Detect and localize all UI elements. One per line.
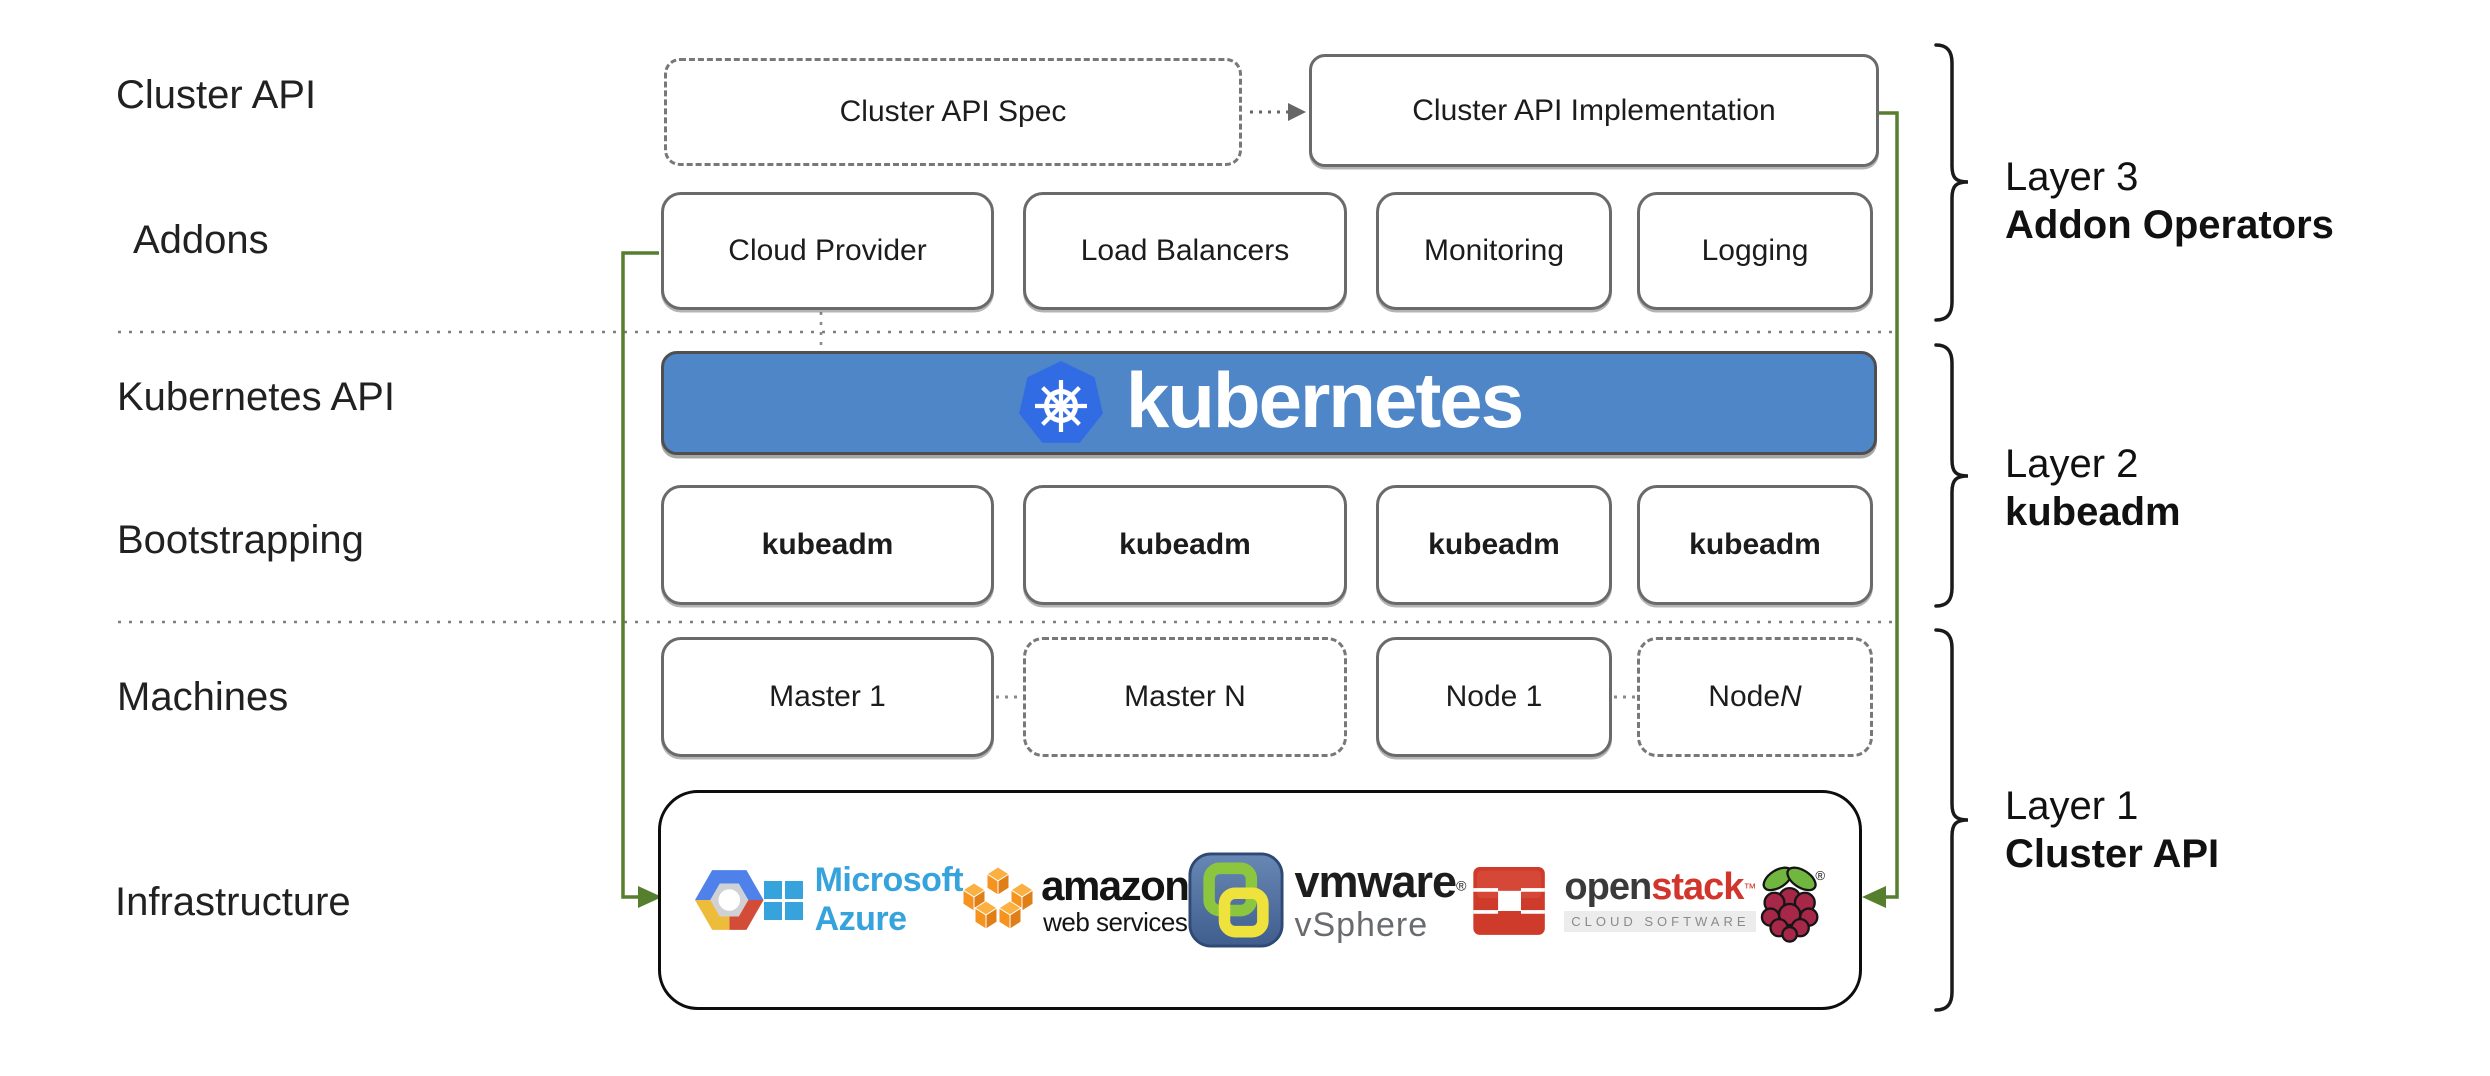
cloud-provider-box: Cloud Provider [661, 192, 994, 310]
google-cloud-icon [695, 870, 764, 930]
cluster-api-spec-box: Cluster API Spec [664, 58, 1242, 166]
layer3-name: Addon Operators [2005, 203, 2334, 247]
kubeadm-box-2: kubeadm [1023, 485, 1347, 605]
logging-box: Logging [1637, 192, 1873, 310]
layer1-name: Cluster API [2005, 832, 2220, 876]
azure-window-icon [763, 880, 803, 920]
vmware-sub: vSphere [1294, 905, 1429, 944]
openstack-logo: openstack™ CLOUD SOFTWARE [1466, 856, 1757, 944]
monitoring-box: Monitoring [1376, 192, 1612, 310]
raspberry-reg: ® [1816, 868, 1825, 883]
aws-word: amazon [1041, 862, 1190, 909]
node-n-box: Node N [1637, 637, 1873, 757]
openstack-word-stack: stack [1651, 866, 1744, 908]
cluster-api-implementation-box: Cluster API Implementation [1309, 54, 1879, 167]
row-label-addons: Addons [133, 218, 269, 262]
master-1-box: Master 1 [661, 637, 994, 757]
right-green-arrowhead [1862, 886, 1886, 908]
layer2-label: Layer 2 kubeadm [2005, 440, 2181, 536]
vmware-reg: ® [1456, 877, 1467, 894]
layer1-title: Layer 1 [2005, 784, 2139, 828]
aws-cubes-icon [963, 867, 1034, 930]
node-n-label-suffix: N [1780, 680, 1802, 713]
kubeadm-box-1: kubeadm [661, 485, 994, 605]
openstack-tm: ™ [1743, 880, 1757, 896]
vmware-icon [1188, 852, 1284, 948]
aws-sub: web services [1043, 907, 1188, 937]
kubeadm-box-4: kubeadm [1637, 485, 1873, 605]
vmware-word: vmware [1294, 855, 1457, 907]
layer2-title: Layer 2 [2005, 442, 2139, 486]
kubernetes-wordmark: kubernetes [1125, 355, 1524, 444]
kubernetes-banner: kubernetes [661, 351, 1877, 455]
layer3-brace [1934, 43, 1969, 322]
microsoft-azure-logo: Microsoft Azure [763, 861, 964, 939]
openstack-word-open: open [1564, 866, 1652, 908]
spec-to-implementation-arrow [1250, 103, 1306, 121]
layer2-name: kubeadm [2005, 490, 2181, 534]
kubeadm-box-3: kubeadm [1376, 485, 1612, 605]
row-label-machines: Machines [117, 675, 289, 719]
kubernetes-logo-icon [1019, 361, 1103, 443]
row-label-infrastructure: Infrastructure [115, 880, 351, 924]
vmware-logo: vmware® vSphere [1188, 852, 1466, 948]
layer3-title: Layer 3 [2005, 155, 2139, 199]
layer3-label: Layer 3 Addon Operators [2005, 153, 2334, 249]
master-n-box: Master N [1023, 637, 1347, 757]
openstack-sub: CLOUD SOFTWARE [1564, 911, 1757, 932]
openstack-icon [1473, 867, 1546, 935]
layer2-brace [1934, 343, 1969, 608]
row-label-cluster-api: Cluster API [116, 73, 317, 117]
left-green-arrowhead [638, 886, 662, 908]
aws-logo: amazon web services [963, 862, 1190, 937]
left-green-connector [621, 251, 662, 908]
node-1-box: Node 1 [1376, 637, 1612, 757]
azure-label: Microsoft Azure [814, 861, 964, 938]
node-n-label-prefix: Node [1708, 680, 1781, 713]
row-label-kubernetes-api: Kubernetes API [117, 375, 395, 419]
raspberry-pi-icon: ® [1761, 866, 1825, 943]
row-label-bootstrapping: Bootstrapping [117, 518, 364, 562]
infrastructure-box: Microsoft Azure amazon web services [658, 790, 1862, 1010]
load-balancers-box: Load Balancers [1023, 192, 1347, 310]
layer1-brace [1934, 628, 1969, 1012]
layer1-label: Layer 1 Cluster API [2005, 782, 2219, 878]
